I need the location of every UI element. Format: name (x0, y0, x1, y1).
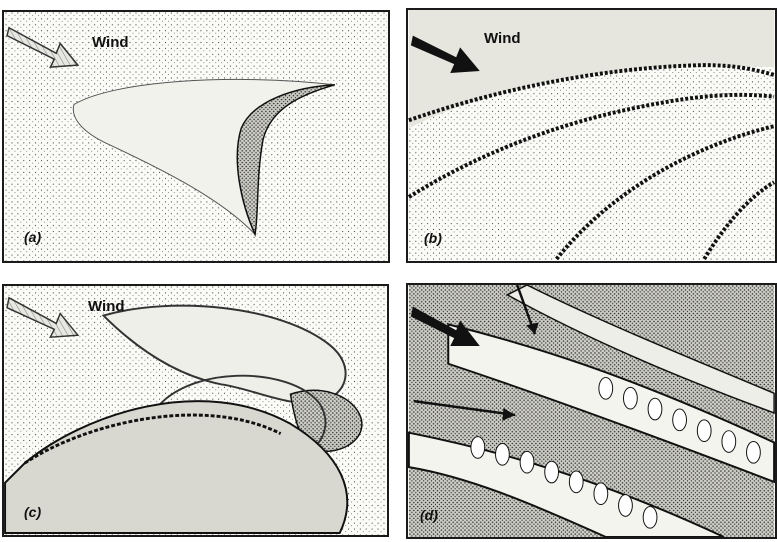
wind-label: Wind (88, 298, 125, 315)
panel-b-transverse: Wind (b) (406, 8, 777, 263)
panel-label-b: (b) (424, 230, 442, 246)
barchan-dune-illustration (4, 12, 388, 261)
longitudinal-dunes-illustration (408, 285, 775, 537)
transverse-dunes-illustration (408, 10, 775, 261)
wind-label: Wind (92, 34, 129, 51)
wind-label: Wind (484, 30, 521, 47)
panel-a-barchan: Wind (a) (2, 10, 390, 263)
parabolic-dunes-illustration (4, 286, 387, 535)
panel-c-parabolic: Wind (c) (2, 284, 389, 537)
panel-label-c: (c) (24, 504, 41, 520)
panel-label-d: (d) (420, 507, 438, 523)
panel-label-a: (a) (24, 229, 41, 245)
panel-d-longitudinal: (d) (406, 283, 777, 539)
